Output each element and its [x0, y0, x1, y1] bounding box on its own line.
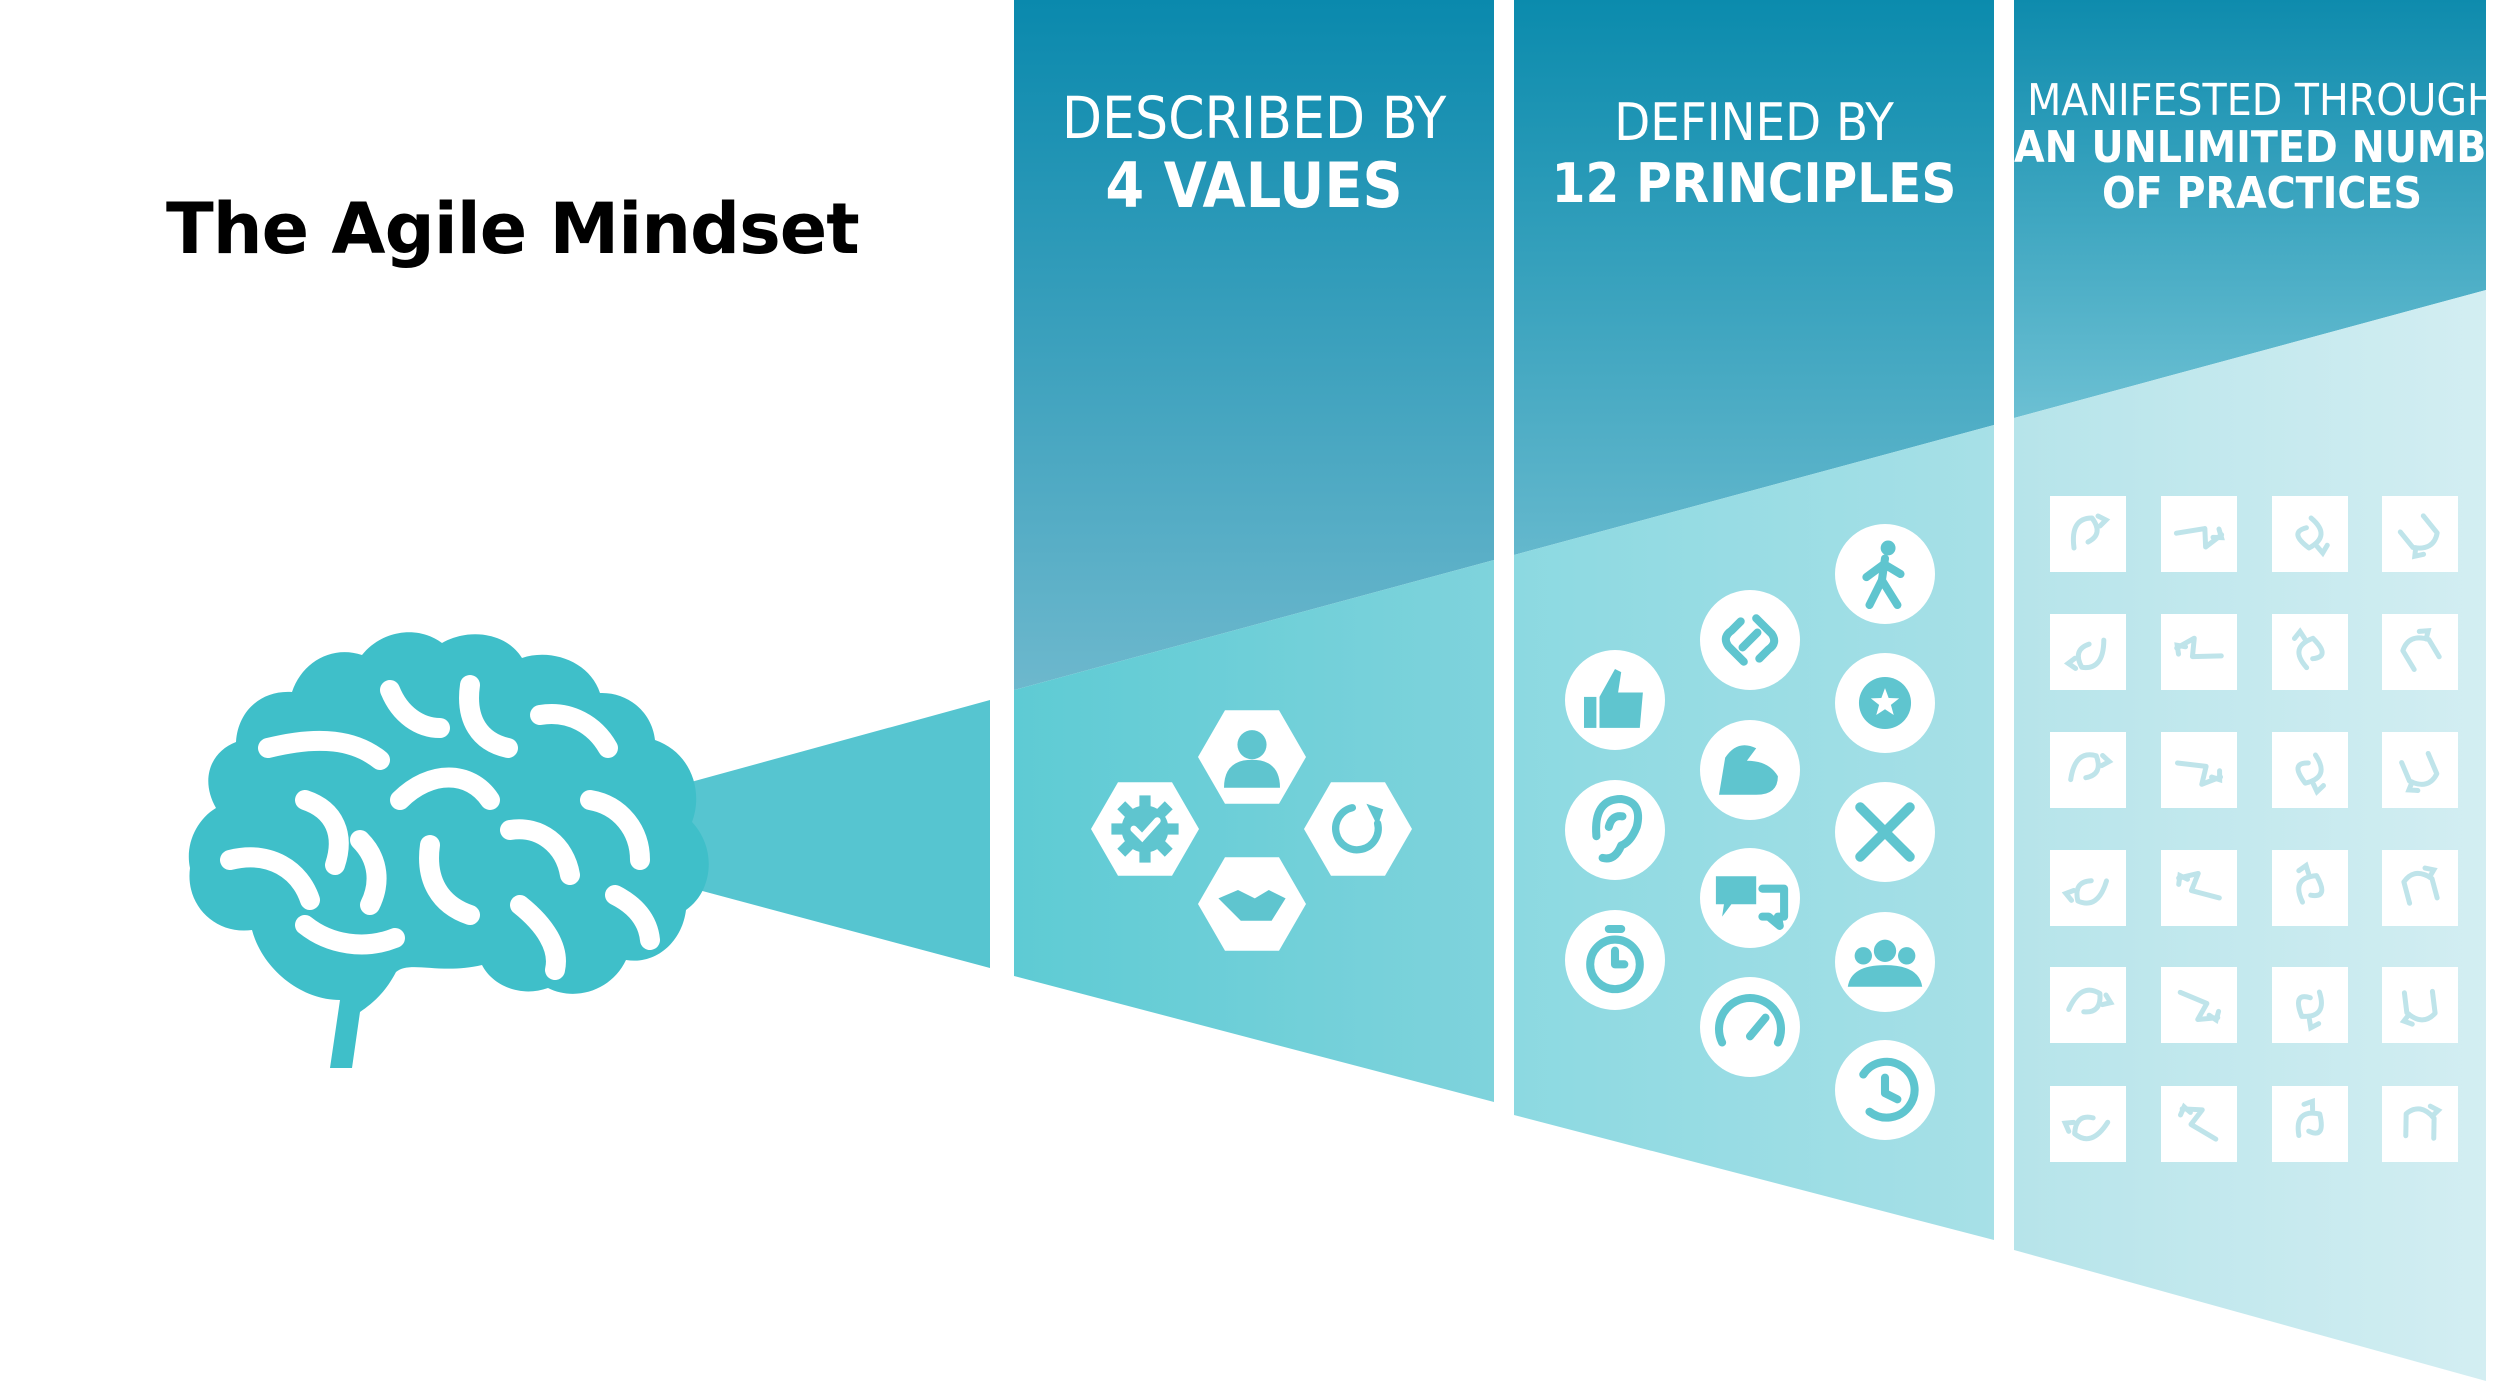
ear-icon [1565, 780, 1665, 880]
practice-tile [2272, 496, 2348, 572]
practice-tile [2050, 850, 2126, 926]
practice-tile [2382, 967, 2458, 1043]
practice-tile [2382, 850, 2458, 926]
practice-tile [2161, 614, 2237, 690]
page-title: The Agile Mindset [166, 188, 860, 270]
practices-header-line3: OF PRACTICES [2102, 168, 2422, 220]
practice-tile [2050, 614, 2126, 690]
history-clock-icon [1835, 1040, 1935, 1140]
principles-header-line2: 12 PRINCIPLES [1551, 152, 1957, 216]
link-icon [1700, 590, 1800, 690]
column-practices-bg [2014, 0, 2486, 1381]
practice-tile [2161, 850, 2237, 926]
muscle-icon [1700, 720, 1800, 820]
practice-tile [2161, 732, 2237, 808]
handshake-icon [1198, 857, 1306, 951]
practices-column-header: MANIFESTED THROUGH AN UNLIMITED NUMBER O… [2014, 75, 2510, 220]
values-icon-group [1091, 710, 1412, 951]
practice-tile [2050, 732, 2126, 808]
close-x-icon [1835, 782, 1935, 882]
practices-header-line1: MANIFESTED THROUGH [2027, 75, 2497, 126]
practice-tile [2161, 496, 2237, 572]
team-icon [1835, 912, 1935, 1012]
speedometer-icon [1700, 977, 1800, 1077]
column-principles-bg [1514, 0, 1994, 1240]
principles-icon-group [1565, 524, 1935, 1140]
practice-tile [2161, 967, 2237, 1043]
star-badge-icon [1835, 653, 1935, 753]
chat-bubbles-icon [1700, 848, 1800, 948]
practice-tile [2050, 496, 2126, 572]
principles-column-header: DEFINED BY 12 PRINCIPLES [1514, 93, 1994, 216]
gear-check-icon [1091, 782, 1199, 876]
practice-tile [2272, 732, 2348, 808]
principles-header-line1: DEFINED BY [1614, 93, 1894, 153]
thumbs-up-icon [1565, 650, 1665, 750]
values-header-line2: 4 VALUES [1105, 149, 1403, 223]
practice-tile [2382, 496, 2458, 572]
practice-tile [2050, 967, 2126, 1043]
person-icon [1198, 710, 1306, 804]
practice-tile [2161, 1086, 2237, 1162]
practice-tile [2272, 1086, 2348, 1162]
practice-tile [2382, 614, 2458, 690]
practices-header-line2: AN UNLIMITED NUMBER [2014, 121, 2510, 173]
practice-tile [2382, 1086, 2458, 1162]
values-column-header: DESCRIBED BY 4 VALUES [1014, 84, 1494, 223]
practice-tile [2272, 614, 2348, 690]
brain-icon [188, 632, 709, 1068]
walking-person-icon [1835, 524, 1935, 624]
practice-tile [2050, 1086, 2126, 1162]
practices-tile-group [2050, 496, 2458, 1162]
stopwatch-icon [1565, 910, 1665, 1010]
values-header-line1: DESCRIBED BY [1061, 84, 1447, 152]
refresh-arrow-icon [1304, 782, 1412, 876]
practice-tile [2272, 850, 2348, 926]
mindset-beam [680, 700, 990, 968]
column-values-bg [1014, 0, 1494, 1102]
practice-tile [2272, 967, 2348, 1043]
practice-tile [2382, 732, 2458, 808]
